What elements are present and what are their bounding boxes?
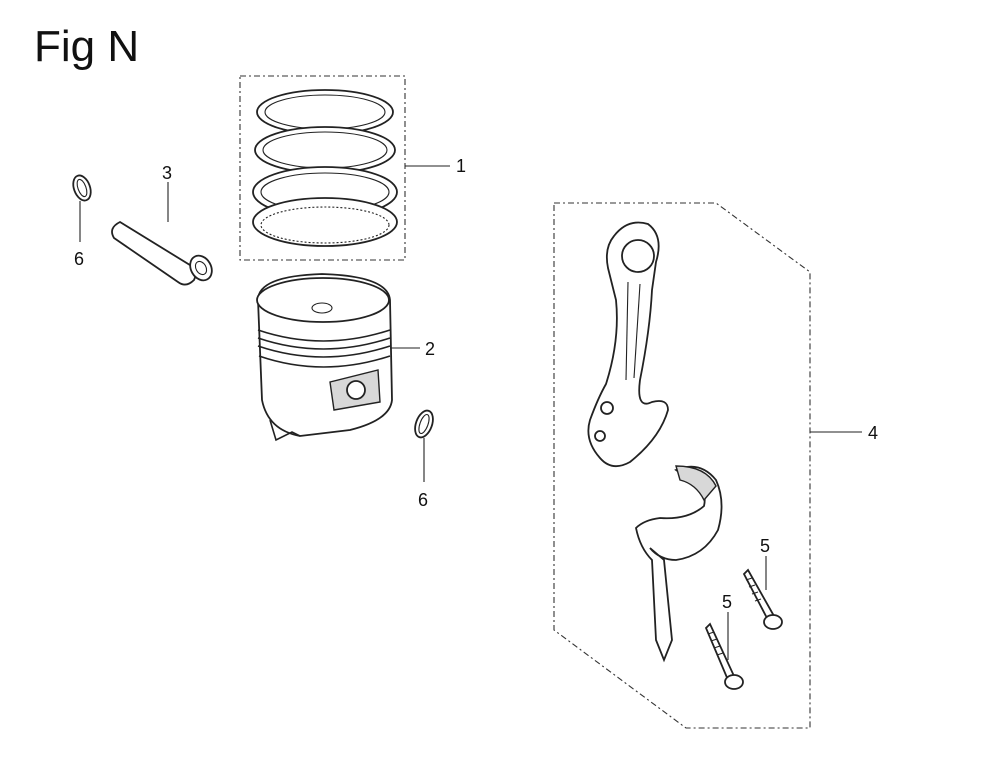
- pin-clip-left[interactable]: [70, 173, 94, 203]
- rod-cap[interactable]: [635, 465, 723, 663]
- clip-ring-left: [72, 174, 92, 202]
- clip-ring-right: [414, 409, 434, 439]
- connecting-rod[interactable]: [587, 221, 669, 468]
- piston-pin[interactable]: [111, 220, 216, 286]
- connecting-rod-boundary: [553, 202, 811, 729]
- bolt-b-shank: [742, 568, 776, 622]
- piston-crown-mark: [311, 302, 333, 314]
- pin-end: [189, 254, 213, 282]
- cap-inner-shade: [675, 465, 717, 502]
- callout-3: 3: [162, 163, 172, 183]
- callout-5-a: 5: [722, 592, 732, 612]
- piston[interactable]: [256, 273, 393, 442]
- callout-6-right: 6: [418, 490, 428, 510]
- rod-bolt-hole-lower: [594, 430, 606, 442]
- bolt-b-head: [763, 614, 783, 630]
- rod-bolt-b[interactable]: [742, 568, 783, 630]
- figure-title: Fig N: [34, 22, 140, 71]
- rod-bolt-hole-upper: [600, 401, 614, 415]
- callout-2: 2: [425, 339, 435, 359]
- callout-5-b: 5: [760, 536, 770, 556]
- rod-bolt-a[interactable]: [704, 622, 744, 690]
- callout-1: 1: [456, 156, 466, 176]
- piston-crown: [256, 277, 390, 323]
- ring-set-boundary: [239, 75, 406, 261]
- bolt-a-head: [724, 674, 744, 690]
- callout-4: 4: [868, 423, 878, 443]
- pin-clip-right[interactable]: [412, 408, 437, 440]
- bolt-a-shank: [704, 622, 736, 682]
- piston-ring-set[interactable]: [239, 75, 406, 261]
- small-end-bore: [621, 239, 655, 273]
- pin-body: [111, 220, 200, 286]
- callout-6-left: 6: [74, 249, 84, 269]
- pin-bore: [346, 380, 366, 400]
- oil-ring-expander: [252, 197, 398, 247]
- cap-body: [635, 465, 723, 663]
